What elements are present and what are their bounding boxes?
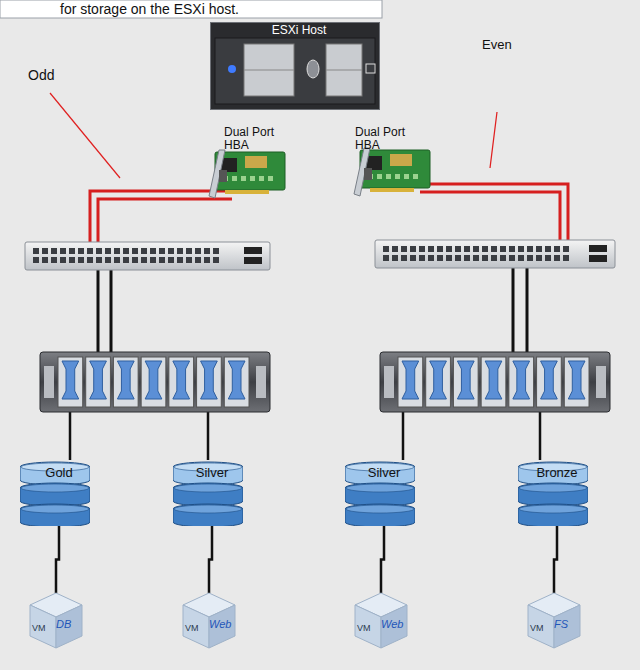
datastore-cylinder: Silver (173, 460, 251, 526)
vm-role: Web (381, 618, 403, 630)
vm-cube: VM Web (350, 588, 412, 652)
vm-tag: VM (185, 624, 199, 634)
datastore-label: Gold (20, 460, 98, 480)
vm-cube: VM Web (178, 588, 240, 652)
vm-tag: VM (357, 624, 371, 634)
note-text: for storage on the ESXi host. (60, 1, 239, 18)
vm-tag: VM (32, 624, 46, 634)
switch-cables (98, 265, 527, 356)
storage-link (56, 526, 59, 593)
hba-label: Dual Port HBA (224, 126, 294, 152)
storage-link (209, 526, 212, 593)
vm-role: Web (209, 618, 231, 630)
datastore-cylinder: Silver (345, 460, 423, 526)
fibre-cables (90, 184, 568, 243)
vm-tag: VM (530, 624, 544, 634)
datastore-cylinder: Bronze (518, 460, 596, 526)
storage-link (381, 526, 384, 593)
network-switch (25, 242, 270, 270)
leader-line (490, 112, 497, 168)
port-group-label: Odd (28, 67, 54, 84)
hba-card (209, 150, 285, 198)
vm-cube: VM DB (25, 588, 87, 652)
server-label: ESXi Host (210, 22, 388, 37)
datastore-label: Silver (173, 460, 251, 480)
storage-array (380, 352, 610, 412)
port-group-label: Even (482, 37, 512, 53)
hba-label: Dual Port HBA (355, 126, 425, 152)
server-box: ESXi Host (210, 22, 388, 110)
vm-role: DB (56, 618, 71, 630)
network-switch (375, 240, 615, 268)
array-links (70, 412, 540, 460)
storage-array (40, 352, 270, 412)
leader-line (50, 93, 120, 178)
datastore-label: Bronze (518, 460, 596, 480)
datastore-label: Silver (345, 460, 423, 480)
vm-role: FS (554, 618, 568, 630)
vm-cube: VM FS (523, 588, 585, 652)
datastore-cylinder: Gold (20, 460, 98, 526)
storage-link (554, 526, 557, 593)
note-box (0, 0, 382, 18)
hba-card (354, 148, 430, 196)
